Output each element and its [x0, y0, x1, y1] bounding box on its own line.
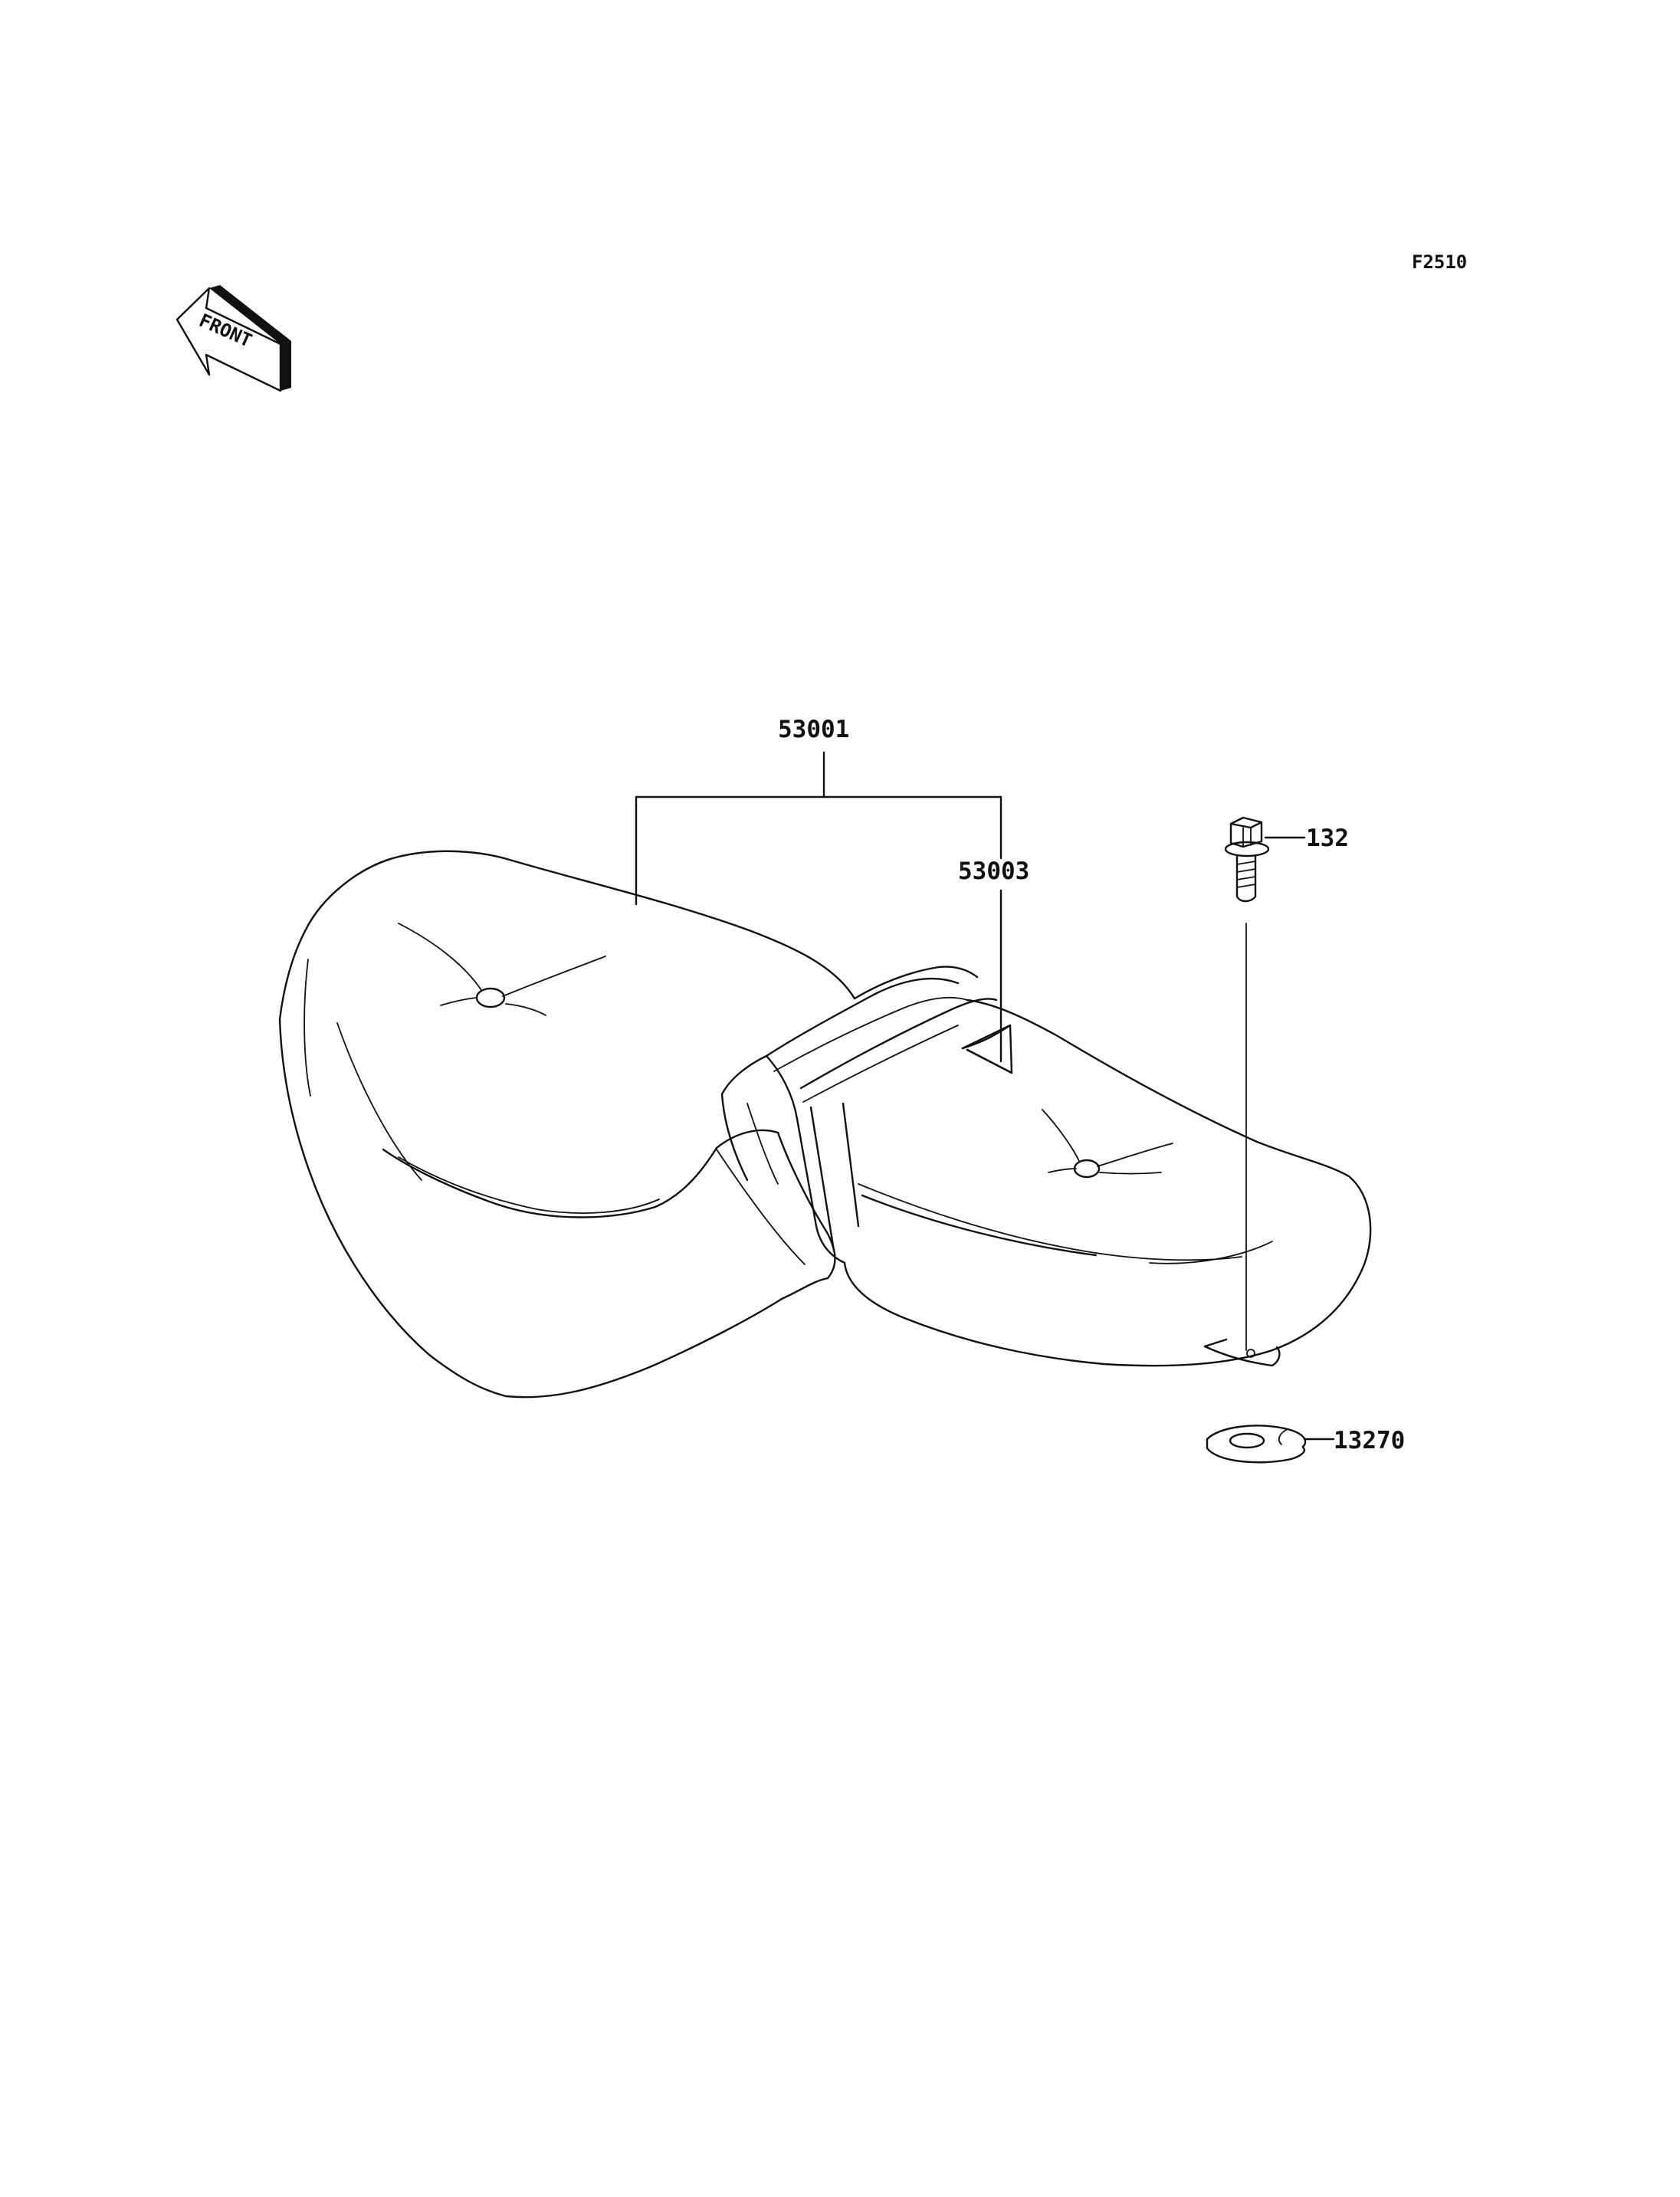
callout-13270: 13270 [1334, 1427, 1405, 1454]
seat-assembly-drawing [278, 850, 1372, 1399]
leader-lines [635, 751, 1335, 1441]
callout-53003: 53003 [958, 857, 1029, 885]
front-arrow-icon: FRONT [176, 285, 291, 392]
figure-code: F2510 [1412, 251, 1467, 273]
callout-132: 132 [1306, 825, 1349, 852]
callout-53001: 53001 [778, 716, 849, 743]
grommet-drawing [1206, 1425, 1307, 1464]
bolt-drawing [1224, 816, 1270, 903]
